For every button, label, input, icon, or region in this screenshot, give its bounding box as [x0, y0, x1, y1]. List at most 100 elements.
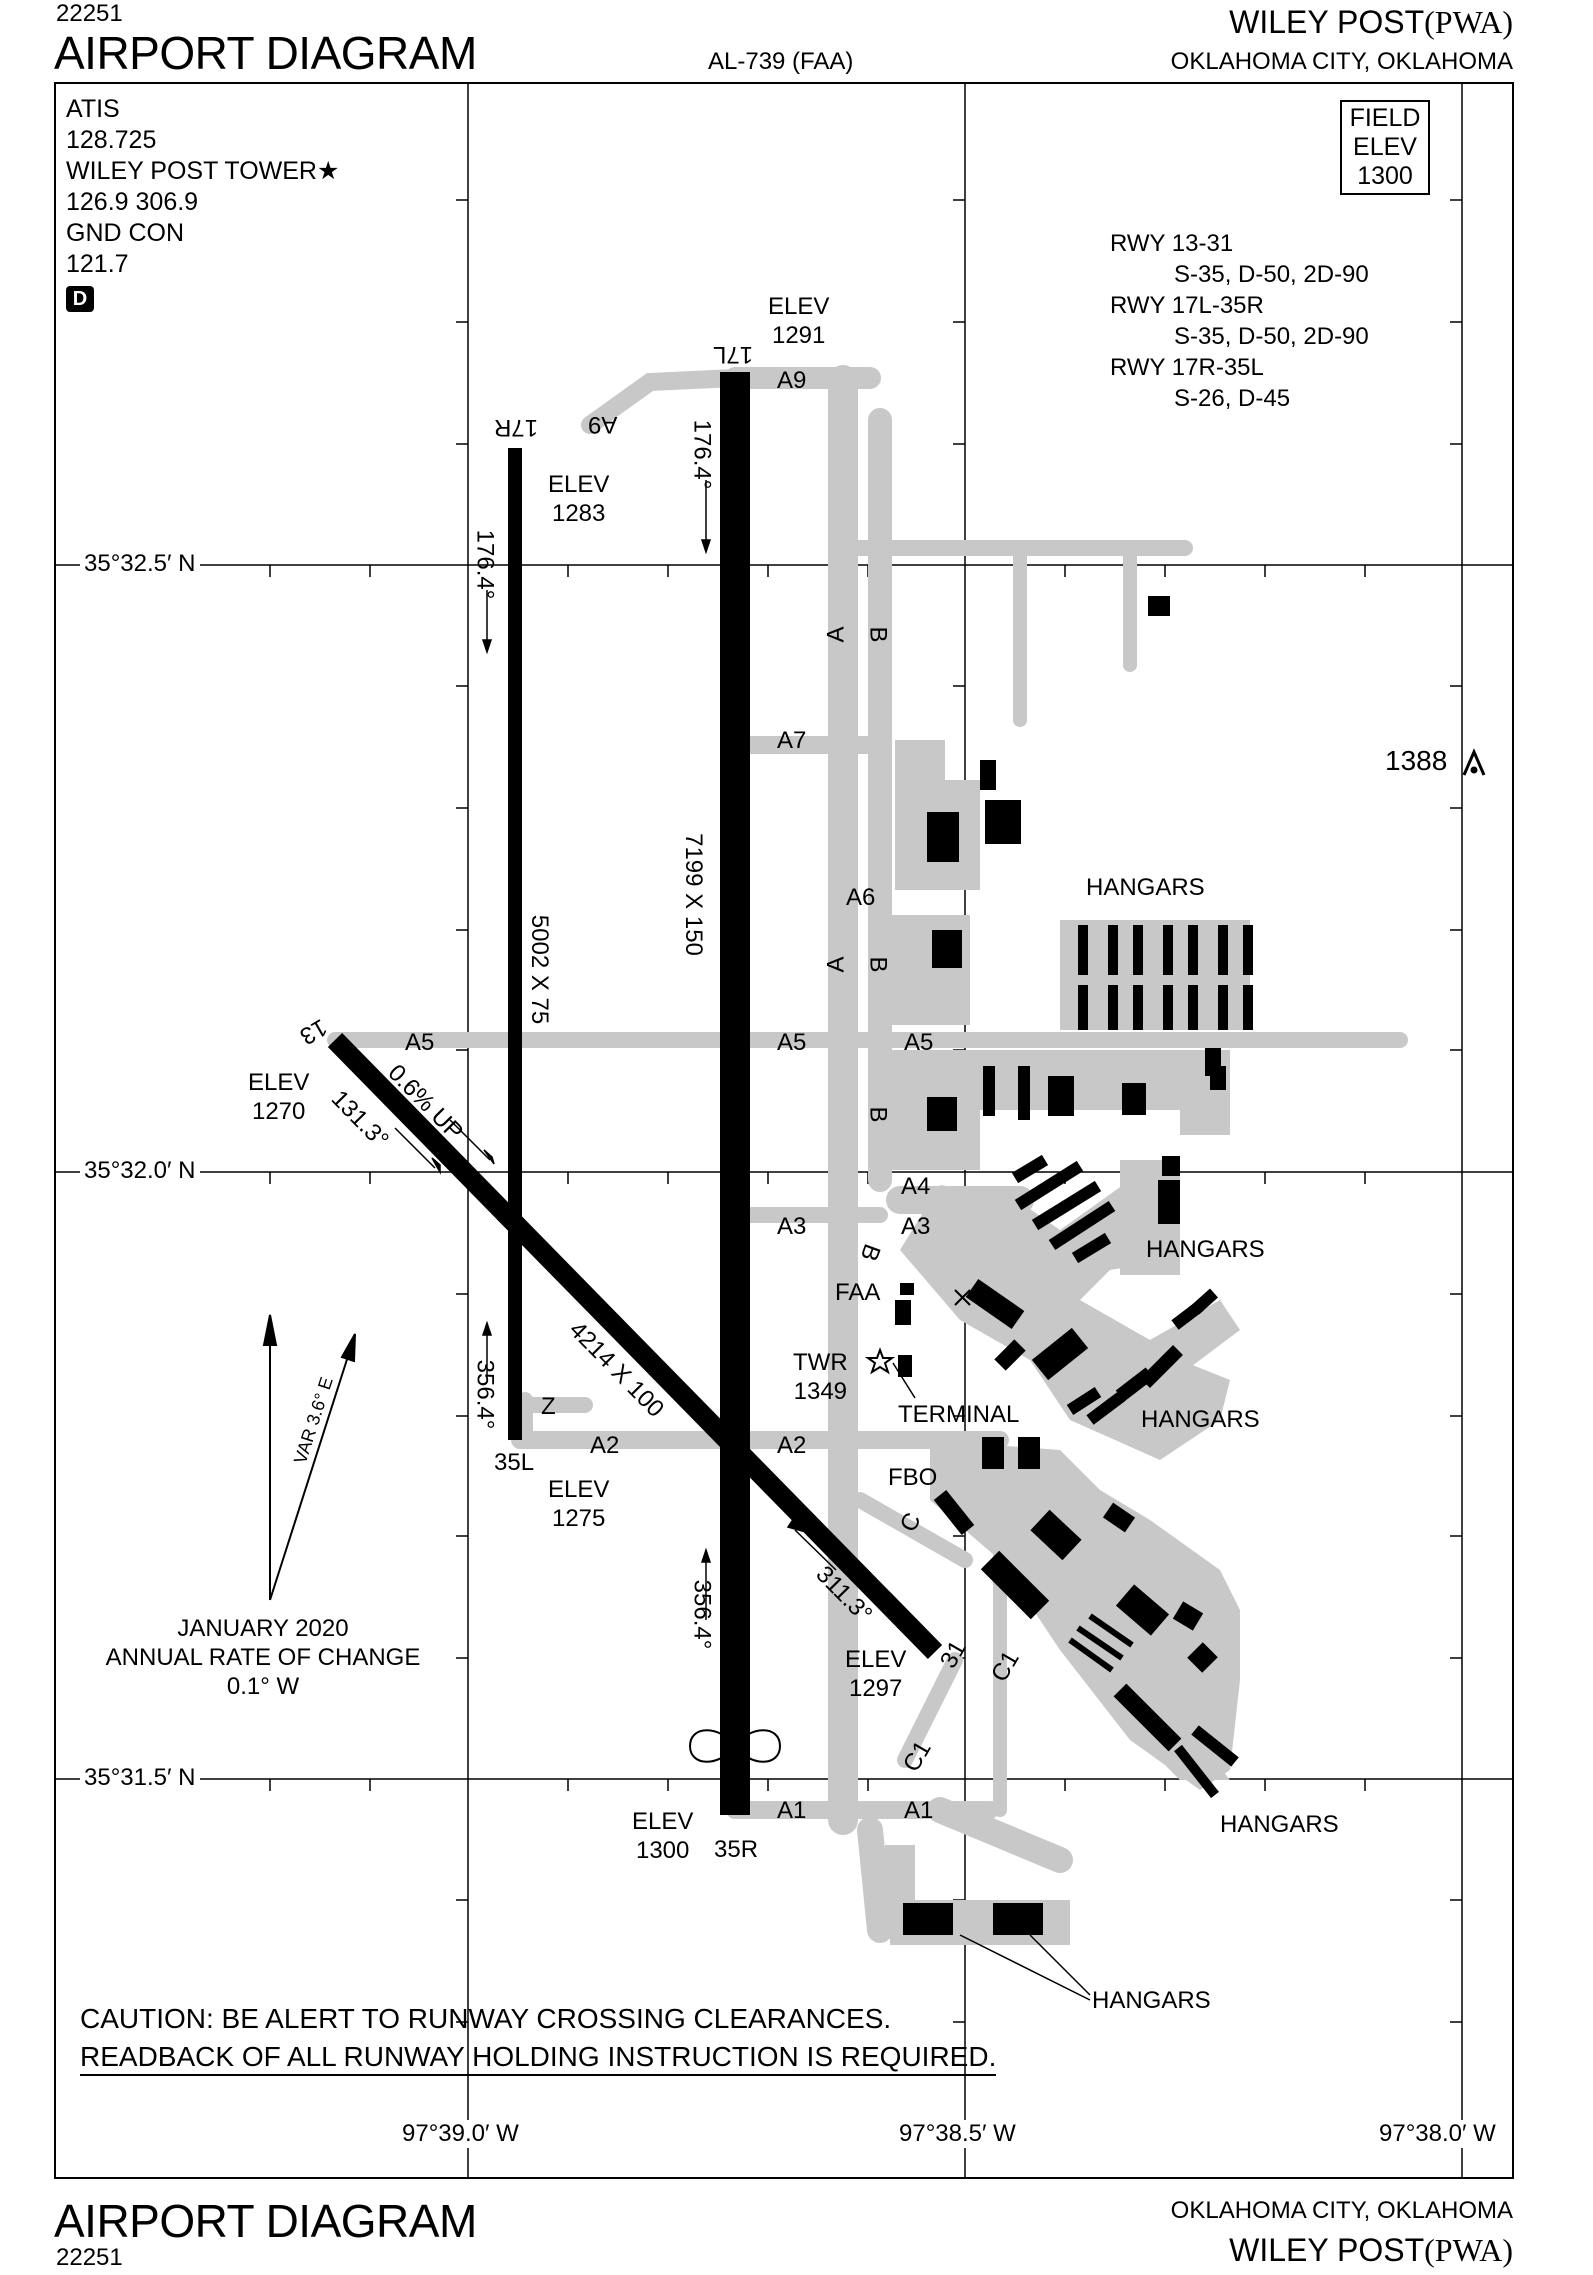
- taxiway-z: Z: [541, 1393, 556, 1420]
- chart-title-top: AIRPORT DIAGRAM: [54, 27, 477, 79]
- field-elev-line2: ELEV: [1353, 133, 1417, 161]
- taxiway-a6: A6: [846, 884, 876, 911]
- gnd-frequency: 121.7: [66, 250, 129, 278]
- lat-south-label: 35°31.5′ N: [80, 1764, 200, 1792]
- rwy-13-31: RWY 13-31: [1110, 230, 1234, 257]
- fbo-label: FBO: [888, 1464, 938, 1491]
- runway-end-17l: 17L: [713, 341, 754, 368]
- leader-lines: [892, 1362, 1091, 2001]
- magnetic-north-arrow: [340, 1333, 356, 1363]
- runway-end-17r: 17R: [494, 414, 539, 441]
- taxiway-a3-east: A3: [901, 1213, 931, 1240]
- taxiway-a1-east: A1: [904, 1797, 934, 1824]
- atis-frequency: 128.725: [66, 126, 157, 154]
- field-elev-box: FIELD ELEV 1300: [1340, 100, 1430, 195]
- lat-lon-grid: [56, 84, 1512, 2177]
- atis-label: ATIS: [66, 95, 120, 123]
- north-arrows: [262, 1314, 356, 1601]
- hangars-label-5: HANGARS: [1092, 1987, 1211, 2014]
- gnd-label: GND CON: [66, 219, 185, 247]
- hangar-rows-grey: [1070, 920, 1245, 1030]
- faa-marker: [954, 1289, 971, 1306]
- tower-star-icon: [864, 1347, 896, 1375]
- true-north-arrow: [262, 1314, 278, 1346]
- runway-17r-dims: 5002 X 75: [526, 914, 554, 1025]
- runway-strength-list: RWY 13-31 S-35, D-50, 2D-90 RWY 17L-35R …: [1110, 228, 1369, 414]
- taxiway-b-north: B: [864, 626, 892, 643]
- runway-17r-heading: 176.4°: [471, 529, 499, 600]
- taxiway-a5-east: A5: [904, 1029, 934, 1056]
- field-elev-line1: FIELD: [1349, 104, 1421, 132]
- mag-change-block: JANUARY 2020 ANNUAL RATE OF CHANGE 0.1° …: [98, 1614, 428, 1701]
- lon-east-label: 97°38.0′ W: [1375, 2120, 1500, 2148]
- mag-rate-label: ANNUAL RATE OF CHANGE: [105, 1644, 421, 1671]
- taxiway-a3-center: A3: [777, 1213, 807, 1240]
- hangars-label-2: HANGARS: [1146, 1236, 1265, 1263]
- terminal-label: TERMINAL: [898, 1401, 1020, 1428]
- chart-title-bottom: AIRPORT DIAGRAM: [54, 2195, 477, 2247]
- runway-17l-dims: 7199 X 150: [679, 833, 707, 956]
- faa-label: FAA: [835, 1279, 881, 1306]
- localizer-symbol: [688, 1729, 782, 1763]
- mag-rate-value: 0.1° W: [226, 1673, 300, 1700]
- rwy-17r-35l-strength: S-26, D-45: [1174, 385, 1291, 412]
- taxiway-a2-west: A2: [590, 1432, 620, 1459]
- doc-id: AL-739 (FAA): [708, 48, 854, 75]
- caution-line1: CAUTION: BE ALERT TO RUNWAY CROSSING CLE…: [80, 2003, 892, 2034]
- obstacle-height: 1388: [1385, 745, 1448, 776]
- airport-name-bottom: WILEY POST(PWA): [1229, 2232, 1513, 2269]
- buildings: [895, 596, 1253, 1935]
- caution-line2: READBACK OF ALL RUNWAY HOLDING INSTRUCTI…: [80, 2041, 997, 2076]
- taxiway-a-mid: A: [822, 956, 850, 973]
- field-elev-value: 1300: [1357, 162, 1413, 190]
- runway-end-35l: 35L: [494, 1449, 535, 1476]
- runway-35l-heading: 356.4°: [471, 1359, 499, 1430]
- taxiway-a9-top: A9: [777, 367, 807, 394]
- lat-mid-label: 35°32.0′ N: [80, 1157, 200, 1185]
- hangars-label-4: HANGARS: [1220, 1811, 1339, 1838]
- airport-name-top: WILEY POST(PWA): [1229, 4, 1513, 41]
- airport-name: WILEY POST: [1229, 2232, 1425, 2268]
- lon-mid-label: 97°38.5′ W: [895, 2120, 1020, 2148]
- tower-label: WILEY POST TOWER★: [66, 156, 339, 187]
- taxiway-a1-center: A1: [777, 1797, 807, 1824]
- chart-frame: [54, 82, 1514, 2179]
- taxiway-a7: A7: [777, 727, 807, 754]
- runway-end-35r: 35R: [714, 1836, 759, 1863]
- airport-name: WILEY POST: [1229, 4, 1425, 40]
- taxiway-network: [327, 365, 1408, 1943]
- diagonal-hangars: [933, 1154, 1239, 1799]
- taxiway-a-north: A: [822, 626, 850, 643]
- airport-ident: (PWA): [1424, 2232, 1513, 2268]
- chart-code-top: 22251: [56, 0, 123, 27]
- heading-arrows: [394, 480, 837, 1620]
- runway-13-31: [327, 1032, 943, 1660]
- city-state-top: OKLAHOMA CITY, OKLAHOMA: [1170, 48, 1513, 75]
- star-icon: ★: [317, 157, 340, 185]
- chart-code-bottom: 22251: [56, 2244, 123, 2271]
- tower-frequency: 126.9 306.9: [66, 188, 199, 216]
- caution-note: CAUTION: BE ALERT TO RUNWAY CROSSING CLE…: [80, 2000, 997, 2076]
- rwy-17l-35r: RWY 17L-35R: [1110, 292, 1264, 319]
- taxiway-b-mid: B: [864, 956, 892, 973]
- taxiway-b-south: B: [864, 1106, 892, 1123]
- lon-west-label: 97°39.0′ W: [398, 2120, 523, 2148]
- hangars-label-3: HANGARS: [1141, 1406, 1260, 1433]
- taxiway-a5-center: A5: [777, 1029, 807, 1056]
- lat-north-label: 35°32.5′ N: [80, 550, 200, 578]
- tower-name: WILEY POST TOWER: [66, 157, 317, 185]
- rwy-13-31-strength: S-35, D-50, 2D-90: [1174, 261, 1369, 288]
- rwy-17l-35r-strength: S-35, D-50, 2D-90: [1174, 323, 1369, 350]
- runway-35r-heading: 356.4°: [688, 1579, 716, 1650]
- taxiway-a2-east: A2: [777, 1432, 807, 1459]
- taxiway-a9-diag: A9: [588, 411, 618, 438]
- taxiway-a4: A4: [901, 1173, 931, 1200]
- comms-block: ATIS 128.725 WILEY POST TOWER★ 126.9 306…: [66, 94, 339, 313]
- city-state-bottom: OKLAHOMA CITY, OKLAHOMA: [1170, 2197, 1513, 2224]
